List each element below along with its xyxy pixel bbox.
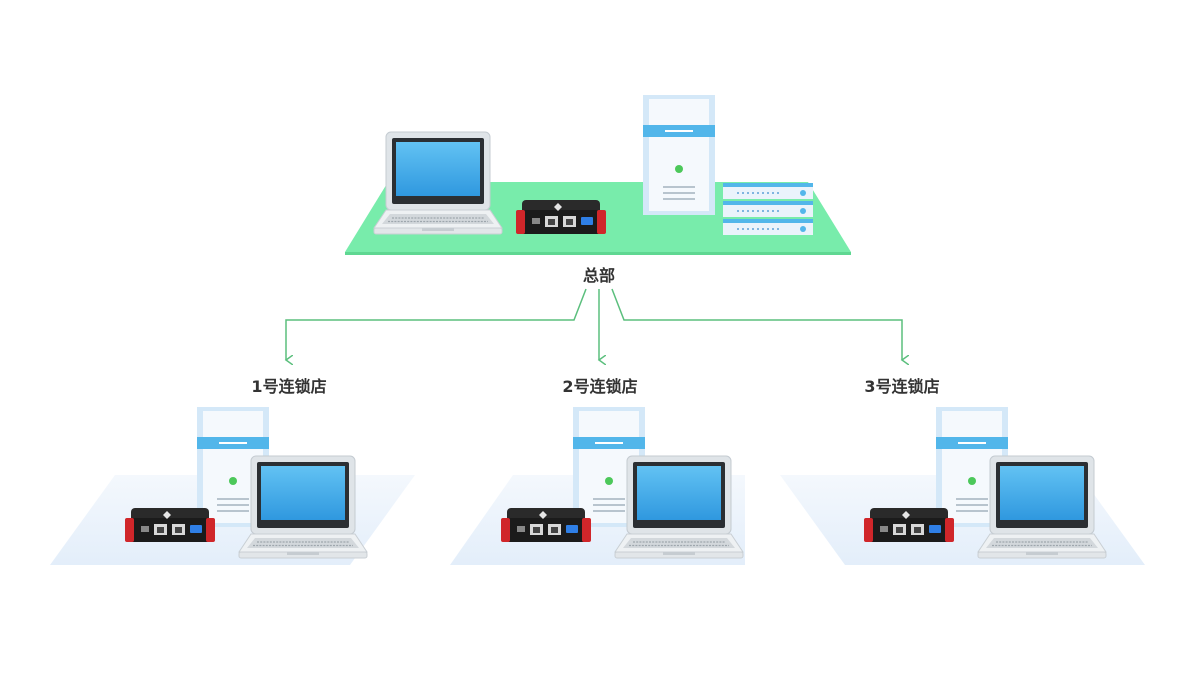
store-2-group: [450, 406, 745, 565]
laptop-icon: [977, 455, 1107, 559]
store-2-label: 2号连锁店: [562, 377, 638, 396]
connector-store-3: [611, 288, 902, 360]
router-icon: [125, 508, 215, 542]
laptop-icon: [614, 455, 744, 559]
headquarters-label: 总部: [582, 266, 616, 285]
connectors: [286, 288, 902, 360]
store-1-label: 1号连锁店: [251, 377, 327, 396]
router-icon: [516, 200, 606, 234]
router-icon: [864, 508, 954, 542]
tower-server-icon: [642, 94, 716, 216]
store-1-group: [50, 406, 415, 565]
laptop-icon: [373, 131, 503, 235]
connector-store-1: [286, 288, 587, 360]
store-3-label: 3号连锁店: [864, 377, 940, 396]
router-icon: [501, 508, 591, 542]
rack-server-icon: [722, 182, 814, 236]
headquarters-group: [345, 94, 851, 255]
laptop-icon: [238, 455, 368, 559]
store-3-group: [780, 406, 1145, 565]
